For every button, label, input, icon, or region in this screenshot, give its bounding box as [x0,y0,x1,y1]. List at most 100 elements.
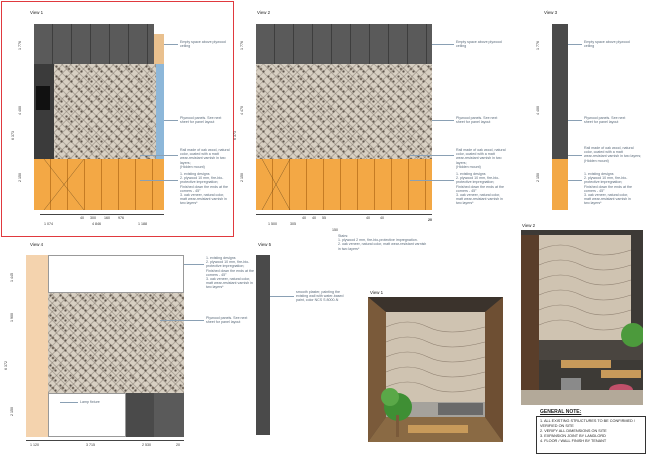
general-note-box: 1. ALL EXISTING STRUCTURES TO BE CONFIRM… [536,416,646,454]
v2-leader-2 [432,120,454,121]
v4-note-existing-designs: 1. existing designs 2. plywood 10 mm, fi… [206,256,254,290]
v2-note-rail-wood: Rail made of oak wood, natural color, co… [456,148,506,169]
v1-dim-bottom2-4: 976 [118,216,124,220]
v1-leader-3 [140,155,178,156]
v2-dim-bottom-2: 305 [290,222,296,226]
view-4-title: View 4 [30,242,44,247]
v4-leader-1 [184,264,204,265]
view-5-drawing[interactable] [256,255,270,435]
render-2-image[interactable] [521,230,643,405]
v3-note-rail-wood: Rail made of oak wood, natural color, co… [584,146,642,163]
v1-dim-bottom2-1: 40 [80,216,84,220]
v3-leader-3 [568,155,582,156]
v1-dim-bottom-2: 4 846 [92,222,101,226]
v2-note-stairs: Stairs: 1. plywood 2 mm, fire-bio-protec… [338,234,427,251]
view-4-drawing[interactable] [26,255,184,437]
v2-dim-left-1: 1 776 [240,41,244,50]
v1-dim-line [40,214,164,215]
v2-dim-bottom2-2: 40 [312,216,316,220]
v2-leader-1 [432,44,454,45]
general-note-item: 1. ALL EXISTING STRUCTURES TO BE CONFIRM… [540,419,635,428]
view-2-drawing[interactable] [256,24,432,210]
v1-note-plywood-panels: Plywood panels. See next sheet for panel… [180,116,222,125]
v4-dim-line [26,440,184,441]
v1-note-rail-wood: Rail made of oak wood, natural color, co… [180,148,230,169]
v1-dim-bottom2-2: 300 [90,216,96,220]
v2-dim-bottom-1: 1 500 [268,222,277,226]
plywood-strip [154,34,164,64]
v4-dim-left-2: 1 900 [10,313,14,322]
doorway [36,86,50,110]
v5-note-smooth-plaster: smooth plaster, painting the existing wa… [296,290,344,303]
decor-panel [54,64,164,159]
upper-dark-panels [256,24,432,64]
render-2-title: View 2 [522,223,536,228]
v4-dim-bottom-4: 20 [176,443,180,447]
v1-dim-left-1: 1 776 [18,41,22,50]
v2-dim-bottom-3: 150 [332,228,338,232]
dark-column [552,24,568,159]
v2-dim-left-4: 2 150 [240,173,244,182]
v2-dim-bottom2-1: 40 [302,216,306,220]
view-1-frame[interactable] [1,1,234,237]
render-2-scene [521,230,643,405]
v1-leader-2 [164,120,178,121]
v4-dim-bottom-3: 2 530 [142,443,151,447]
v1-dim-bottom2-3: 160 [104,216,110,220]
decor-panel [48,293,184,393]
v2-dim-line [256,214,432,215]
general-note-item: 3. EXPANSION JOINT BY LANDLORD [540,434,606,438]
v2-leader-4 [410,180,454,181]
v2-dim-bottom2-4: 40 [366,216,370,220]
v2-dim-bottom-4: 20 [428,218,432,222]
v1-leader-4 [140,180,178,181]
v2-dim-bottom2-3: 55 [322,216,326,220]
general-note-item: 2. VERIFY ALL DIMENSIONS ON SITE [540,429,607,433]
view-1-title: View 1 [30,10,44,15]
v1-dim-left-2: 4 400 [18,106,22,115]
v2-note-empty-space: Empty space above plywood ceiling [456,40,502,49]
v1-leader-1 [164,44,178,45]
v3-dim-left-3: 2 150 [536,173,540,182]
render-1-image[interactable] [368,297,503,442]
v1-dim-left-3: 6 373 [11,131,15,140]
general-note-title: GENERAL NOTE: [540,409,582,415]
decor-panel [256,64,432,159]
v3-dim-left-2: 4 400 [536,106,540,115]
v2-dim-left-2: 4 470 [240,106,244,115]
dark-bench-2 [154,393,184,437]
v4-note-plywood-panels: Plywood panels. See next sheet for panel… [206,316,248,325]
v1-dim-bottom-1: 1 074 [44,222,53,226]
view-5-title: View 5 [258,242,272,247]
v3-leader-1 [568,44,582,45]
v2-dim-bottom2-5: 40 [380,216,384,220]
general-note-item: 4. FLOOR / WALL FINISH BY TENANT [540,439,607,443]
v2-note-plywood-panels: Plywood panels. See next sheet for panel… [456,116,498,125]
view-3-drawing[interactable] [552,24,568,210]
v4-dim-left-4: 2 150 [10,407,14,416]
v3-leader-2 [568,120,582,121]
v3-note-existing-designs: 1. existing designs 2. plywood 10 mm, fi… [584,172,632,206]
render-1-scene [368,297,503,442]
stair-lines [43,159,85,210]
v3-dim-left-1: 1 776 [536,41,540,50]
upper-blank [48,255,184,293]
v4-dim-bottom-2: 3 715 [86,443,95,447]
v1-note-empty-space: Empty space above plywood ceiling [180,40,226,49]
view-3-title: View 3 [544,10,558,15]
stair-lines [261,159,291,210]
view-2-title: View 2 [257,10,271,15]
v2-dim-left-3: 6 373 [233,131,237,140]
v4-leader-3 [60,402,78,403]
v1-dim-bottom-3: 1 188 [138,222,147,226]
v4-dim-bottom-1: 1 120 [30,443,39,447]
orange-base [34,159,164,210]
v4-leader-2 [160,320,204,321]
render-1-title: View 1 [370,290,384,295]
v1-dim-left-4: 2 150 [18,173,22,182]
v4-note-lamp-fixture: Lamp fixture [80,400,100,404]
left-dark-wall [34,64,54,159]
view-1-drawing[interactable] [34,24,164,210]
v2-leader-3 [410,155,454,156]
plywood-column [26,255,49,437]
